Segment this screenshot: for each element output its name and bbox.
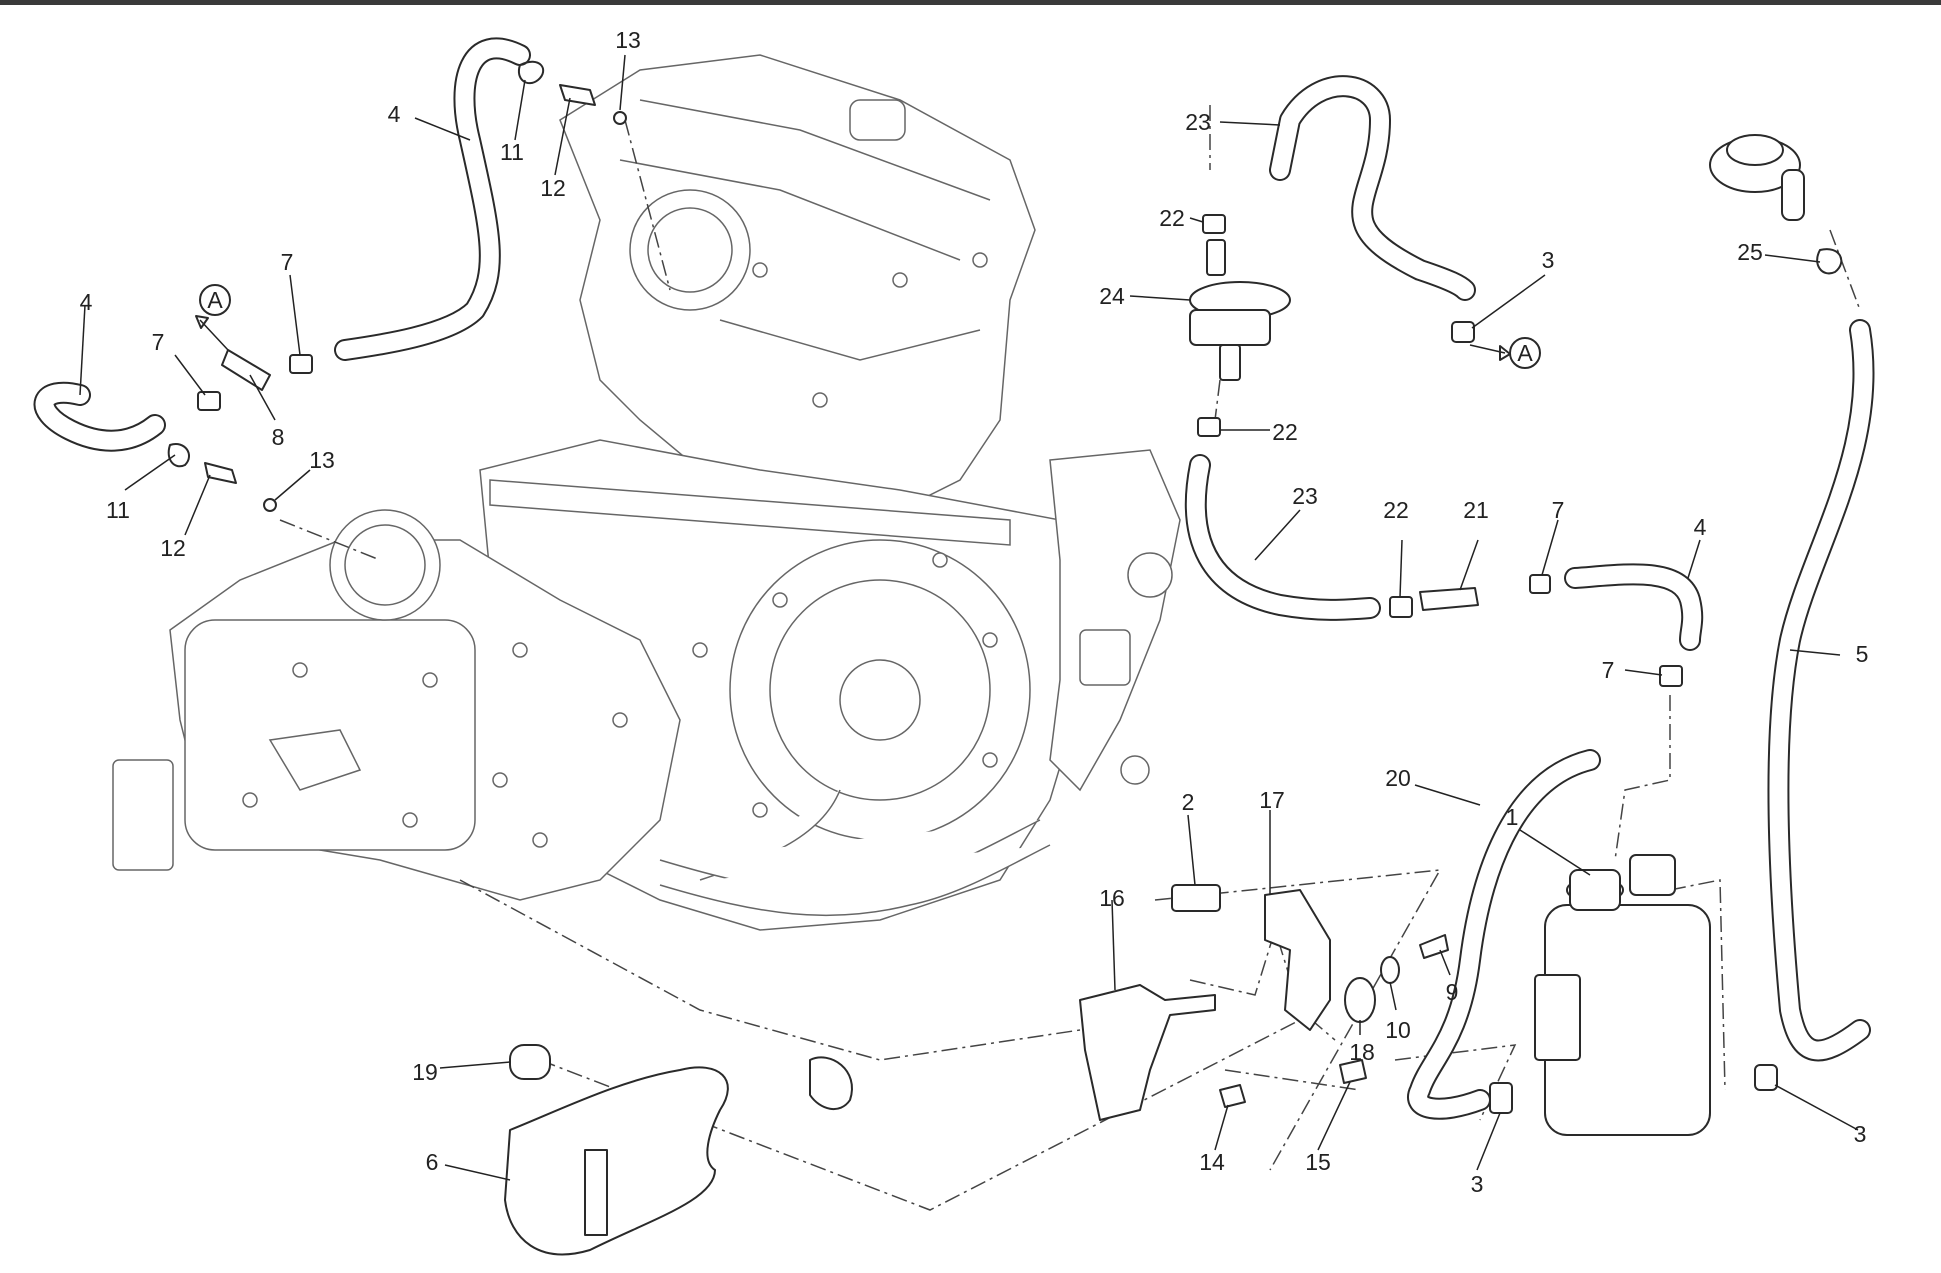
assembly-lines: [279, 105, 1861, 1211]
clamp-22-middle: [1197, 417, 1221, 437]
top-border-bar: [0, 0, 1941, 5]
clamp-25: [1816, 248, 1843, 275]
callout-23: 23: [1185, 109, 1211, 135]
connector-2: [1171, 884, 1221, 912]
washer-10: [1380, 956, 1400, 984]
callout-10: 10: [1385, 1017, 1411, 1043]
callout-13: 13: [309, 447, 335, 473]
reference-marker-text: A: [1517, 340, 1533, 366]
callout-19: 19: [412, 1059, 438, 1085]
callout-3: 3: [1854, 1121, 1867, 1147]
charcoal-canister-1: [1534, 854, 1711, 1136]
reference-marker-a-right: A: [1469, 337, 1541, 369]
callout-9: 9: [1446, 979, 1459, 1005]
callout-7: 7: [281, 249, 294, 275]
callout-8: 8: [272, 424, 285, 450]
callout-7: 7: [1552, 497, 1565, 523]
engine-bracket: [809, 1056, 853, 1110]
reference-marker-text: A: [207, 287, 223, 313]
callout-11: 11: [106, 497, 130, 523]
fitting-8-tee: [221, 349, 271, 391]
spacer-19: [509, 1044, 551, 1080]
hose-4-upper: [334, 37, 531, 361]
callout-24: 24: [1099, 283, 1125, 309]
callout-7: 7: [152, 329, 165, 355]
bolt-15: [1339, 1059, 1367, 1084]
callout-16: 16: [1099, 885, 1125, 911]
clamp-7-right: [1529, 574, 1551, 594]
fitting-12-upper: [559, 84, 596, 106]
washer-13-lower: [263, 498, 277, 512]
callout-2: 2: [1182, 789, 1195, 815]
callout-4: 4: [388, 101, 401, 127]
clamp-3-upper: [1451, 321, 1475, 343]
callout-1: 1: [1506, 804, 1519, 830]
bracket-16: [1079, 984, 1216, 1121]
callout-23: 23: [1292, 483, 1318, 509]
clamp-11-lower: [167, 443, 190, 468]
hoses: [33, 37, 1875, 1120]
vent-cap-25: [1709, 134, 1805, 221]
washer-13-upper: [613, 111, 627, 125]
callout-21: 21: [1463, 497, 1489, 523]
clamp-3-right: [1754, 1064, 1778, 1091]
callout-7: 7: [1602, 657, 1615, 683]
fitting-12-lower: [204, 462, 237, 484]
callout-6: 6: [426, 1149, 439, 1175]
bolt-9: [1419, 934, 1449, 959]
callout-18: 18: [1349, 1039, 1375, 1065]
callout-3: 3: [1542, 247, 1555, 273]
callout-22: 22: [1272, 419, 1298, 445]
callout-13: 13: [615, 27, 641, 53]
leader-lines: [79, 54, 1859, 1181]
fitting-21: [1419, 587, 1479, 611]
clamp-22-lower: [1389, 596, 1413, 618]
callout-11: 11: [500, 139, 524, 165]
clamp-7-upper: [289, 354, 313, 374]
clamp-3-lower: [1489, 1082, 1513, 1114]
clamp-11-upper: [517, 60, 545, 85]
cover-6: [504, 1066, 729, 1256]
callout-12: 12: [540, 175, 566, 201]
callout-17: 17: [1259, 787, 1285, 813]
callout-25: 25: [1737, 239, 1763, 265]
callout-4: 4: [1694, 514, 1707, 540]
callout-22: 22: [1159, 205, 1185, 231]
callout-12: 12: [160, 535, 186, 561]
check-valve-24: [1189, 239, 1291, 381]
clamp-22-upper: [1202, 214, 1226, 234]
callout-4: 4: [80, 289, 93, 315]
fittings-and-clamps: [167, 60, 1843, 1256]
clamp-7-left: [197, 391, 221, 411]
screw-14: [1219, 1084, 1246, 1108]
clamp-7-lower: [1659, 665, 1683, 687]
reference-marker-a-left: A: [195, 284, 231, 351]
callout-15: 15: [1305, 1149, 1331, 1175]
callout-3: 3: [1471, 1171, 1484, 1197]
grommet-18: [1344, 977, 1376, 1023]
callout-20: 20: [1385, 765, 1411, 791]
callout-14: 14: [1199, 1149, 1225, 1175]
bracket-17: [1264, 889, 1331, 1031]
callout-labels: 13 4 11 12 7 4 7 8 13 11 12 23 22 24 3 2…: [80, 27, 1869, 1197]
callout-22: 22: [1383, 497, 1409, 523]
engine-assembly: [112, 54, 1181, 931]
callout-5: 5: [1856, 641, 1869, 667]
